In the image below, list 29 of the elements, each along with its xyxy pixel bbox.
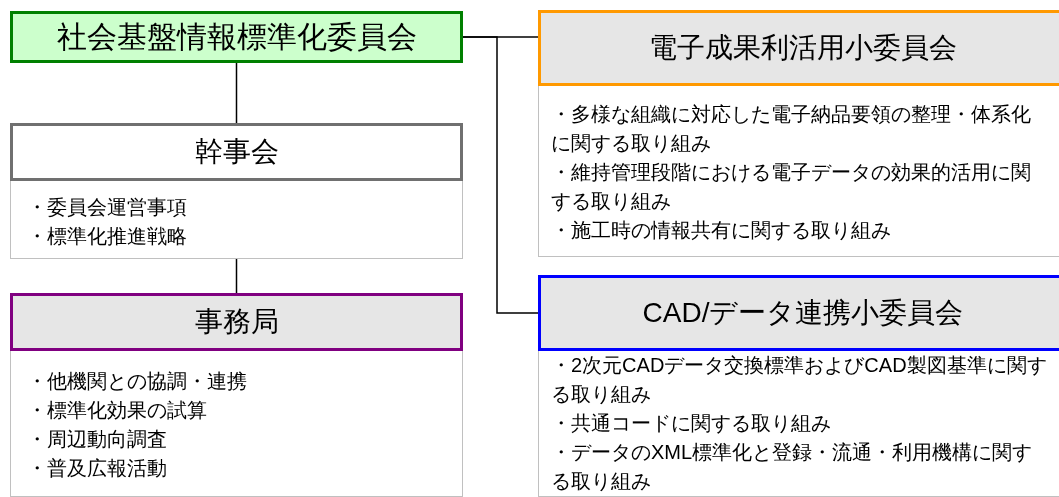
committee-box — [538, 275, 1059, 351]
description-panel — [538, 351, 1059, 497]
committee-box — [10, 11, 463, 63]
committee-name: 事務局 — [194, 305, 279, 339]
bullet-item: ・多様な組織に対応した電子納品要領の整理・体系化に関する取り組み — [551, 102, 1032, 156]
bullet-item: ・周辺動向調査 — [27, 427, 168, 452]
bullet-item: ・施工時の情報共有に関する取り組み — [551, 218, 892, 243]
description-panel — [10, 351, 463, 497]
committee-box — [538, 10, 1059, 86]
bullet-item: ・共通コードに関する取り組み — [551, 411, 832, 436]
committee-name: 電子成果利活用小委員会 — [649, 31, 957, 65]
bullet-item: ・2次元CADデータ交換標準およびCAD製図基準に関する取り組み — [551, 353, 1047, 407]
committee-name: 幹事会 — [194, 135, 279, 169]
bullet-item: ・標準化効果の試算 — [27, 398, 208, 423]
bullet-item: ・維持管理段階における電子データの効果的活用に関する取り組み — [551, 160, 1032, 214]
bullet-item: ・標準化推進戦略 — [27, 224, 188, 249]
committee-box — [10, 293, 463, 351]
committee-name: 社会基盤情報標準化委員会 — [56, 18, 417, 55]
connector-line — [235, 62, 238, 124]
bullet-item: ・普及広報活動 — [27, 456, 168, 481]
description-panel — [538, 86, 1059, 257]
connector-line — [235, 258, 238, 294]
committee-box — [10, 123, 463, 181]
description-panel — [10, 181, 463, 259]
bullet-item: ・データのXML標準化と登録・流通・利用機構に関する取り組み — [551, 440, 1034, 494]
connector-line — [462, 36, 539, 314]
committee-name: CAD/データ連携小委員会 — [642, 296, 964, 330]
bullet-item: ・委員会運営事項 — [27, 195, 188, 220]
bullet-item: ・他機関との協調・連携 — [27, 369, 248, 394]
